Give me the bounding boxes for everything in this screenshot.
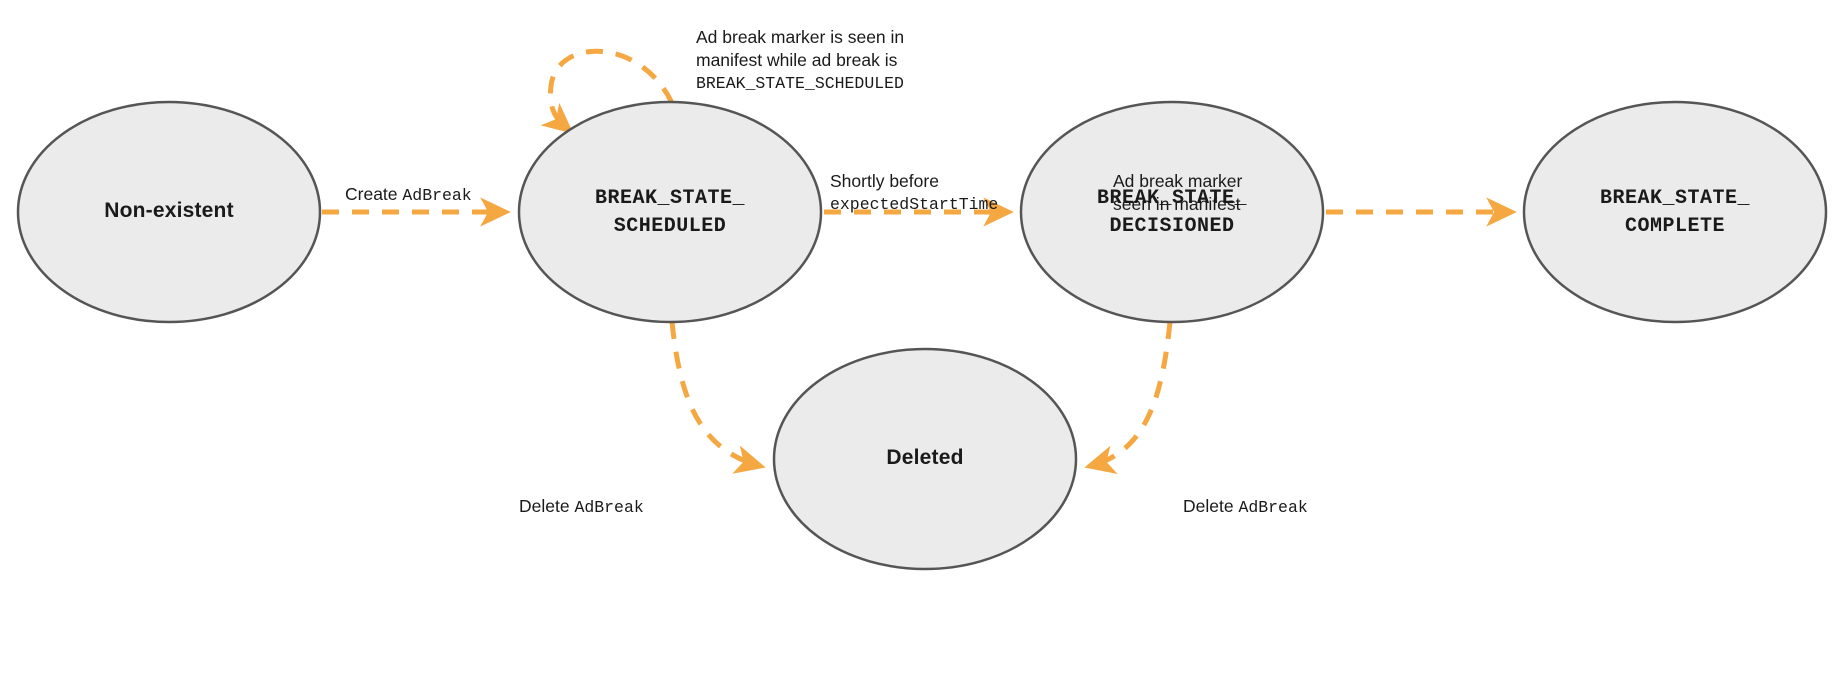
node-break-state-complete[interactable] <box>1522 100 1828 324</box>
node-deleted[interactable] <box>772 347 1078 571</box>
edge-scheduled-self-loop <box>540 48 675 134</box>
node-break-state-scheduled[interactable] <box>517 100 823 324</box>
edge-decisioned-to-deleted <box>1084 321 1173 474</box>
edge-scheduled-to-deleted <box>669 321 766 474</box>
node-non-existent[interactable] <box>16 100 322 324</box>
node-break-state-decisioned[interactable] <box>1019 100 1325 324</box>
